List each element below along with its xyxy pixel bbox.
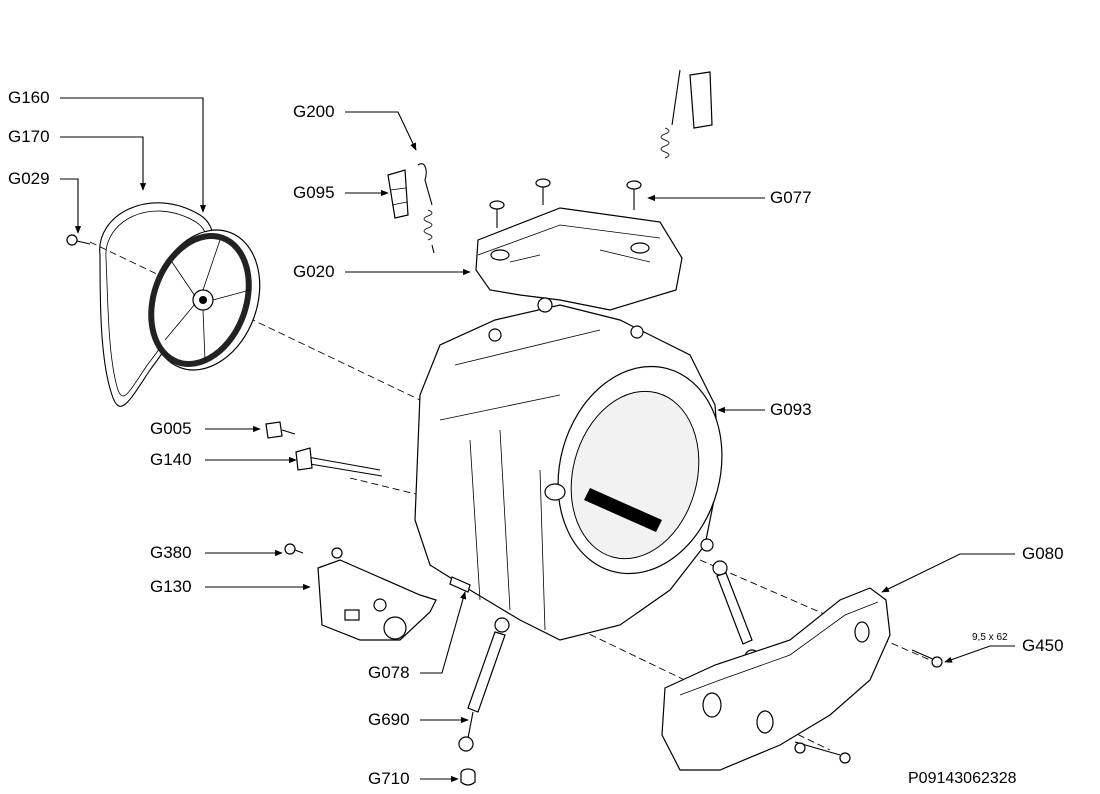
label-g093: G093	[770, 400, 812, 419]
label-g140: G140	[150, 450, 192, 469]
label-g170: G170	[8, 127, 50, 146]
lower-counterweight	[661, 587, 891, 771]
pump-g130	[317, 559, 437, 641]
tub-g093	[414, 297, 723, 641]
label-g080: G080	[1022, 544, 1064, 563]
sensor-g005	[265, 421, 296, 439]
pulley	[148, 229, 261, 371]
upper-counterweight	[475, 207, 683, 311]
upper-spring	[660, 69, 713, 159]
screw-g380	[284, 543, 343, 559]
label-g029: G029	[8, 169, 50, 188]
label-g130: G130	[150, 577, 192, 596]
label-g380: G380	[150, 543, 192, 562]
label-g020: G020	[293, 262, 335, 281]
drawing-code: P09143062328	[908, 770, 1017, 787]
spring-g200	[417, 163, 435, 254]
label-g160: G160	[8, 88, 50, 107]
label-g005: G005	[150, 419, 192, 438]
label-g450-size: 9,5 x 62	[972, 632, 1008, 643]
shock-absorber-right	[712, 560, 760, 665]
label-g078: G078	[368, 663, 410, 682]
leader-lines	[60, 97, 1015, 783]
label-g200: G200	[293, 102, 335, 121]
foot-g710	[460, 768, 476, 786]
hook-g095	[387, 169, 409, 219]
label-g710: G710	[368, 769, 410, 788]
clip-g078	[449, 576, 471, 593]
label-g077: G077	[770, 188, 812, 207]
shock-absorber-left	[458, 617, 510, 752]
top-bolts	[489, 178, 642, 228]
label-g095: G095	[293, 183, 335, 202]
heater-g140	[295, 447, 383, 477]
screw-g029	[66, 234, 91, 246]
label-g690: G690	[368, 710, 410, 729]
label-g450: G450	[1022, 636, 1064, 655]
bolts-g450	[794, 649, 943, 764]
